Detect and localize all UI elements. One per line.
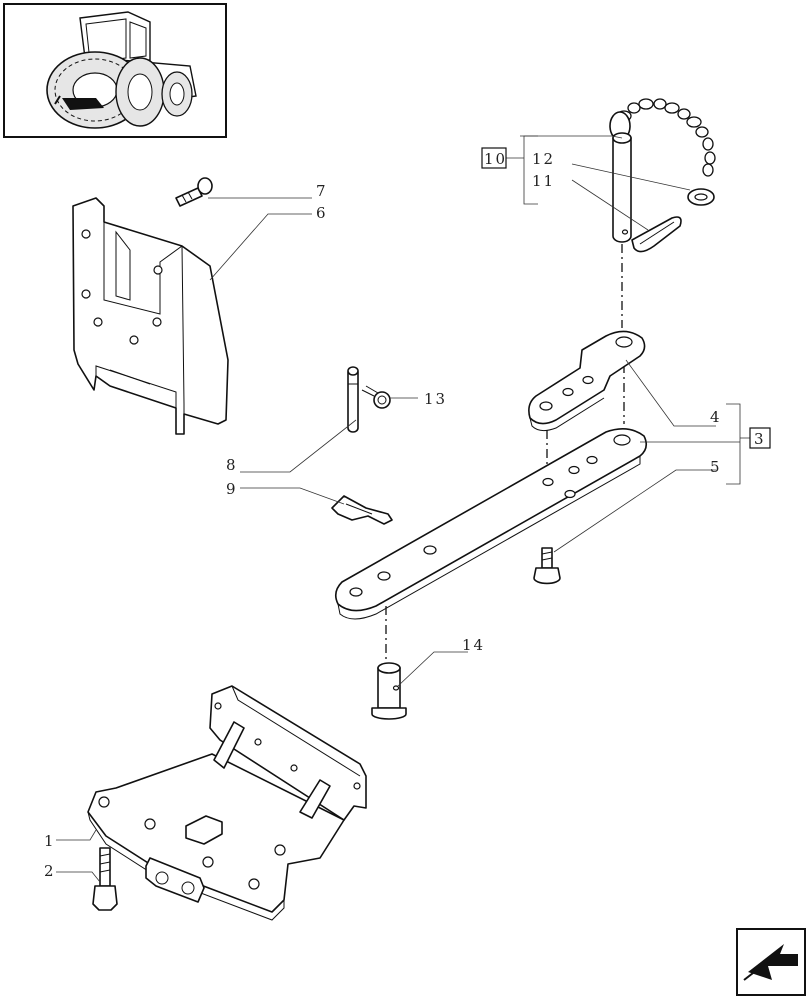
callout-12: 12	[532, 150, 555, 168]
long-link-part-5	[334, 428, 648, 620]
washer-part-12	[687, 188, 715, 206]
hitch-bracket-part-1	[87, 685, 367, 921]
split-pin-part-11	[631, 216, 682, 253]
callout-8: 8	[226, 456, 238, 474]
callout-6: 6	[316, 204, 328, 222]
callout-5: 5	[710, 458, 722, 476]
tractor-thumbnail-icon[interactable]	[3, 3, 227, 138]
pin-with-chain-part-10	[609, 98, 716, 243]
r-clip-part-9	[331, 495, 393, 525]
callout-9: 9	[226, 480, 238, 498]
short-link-part-4	[528, 330, 646, 432]
callout-13: 13	[424, 390, 447, 408]
pin-part-8	[347, 366, 359, 433]
callout-14: 14	[462, 636, 485, 654]
callout-4: 4	[710, 408, 722, 426]
callout-2: 2	[44, 862, 56, 880]
mounting-plate-part-6	[72, 197, 229, 435]
bolt-part-2	[92, 847, 118, 911]
boxed-callout-10[interactable]: 10	[481, 147, 507, 169]
callout-11: 11	[532, 172, 555, 190]
screw-part-5-bolt	[533, 547, 561, 585]
callout-1: 1	[44, 832, 56, 850]
callout-labels: 7 6 13 8 9 12 11 4 5 14 1 2	[44, 150, 722, 880]
callout-7: 7	[316, 182, 328, 200]
boxed-callout-3[interactable]: 3	[749, 427, 771, 449]
screw-part-7	[175, 177, 213, 207]
clip-part-13	[361, 385, 391, 409]
callout-3: 3	[754, 430, 766, 448]
callout-10: 10	[484, 150, 507, 168]
leader-lines	[56, 135, 750, 883]
next-page-arrow-icon[interactable]	[736, 928, 806, 996]
pin-part-14	[371, 662, 407, 720]
